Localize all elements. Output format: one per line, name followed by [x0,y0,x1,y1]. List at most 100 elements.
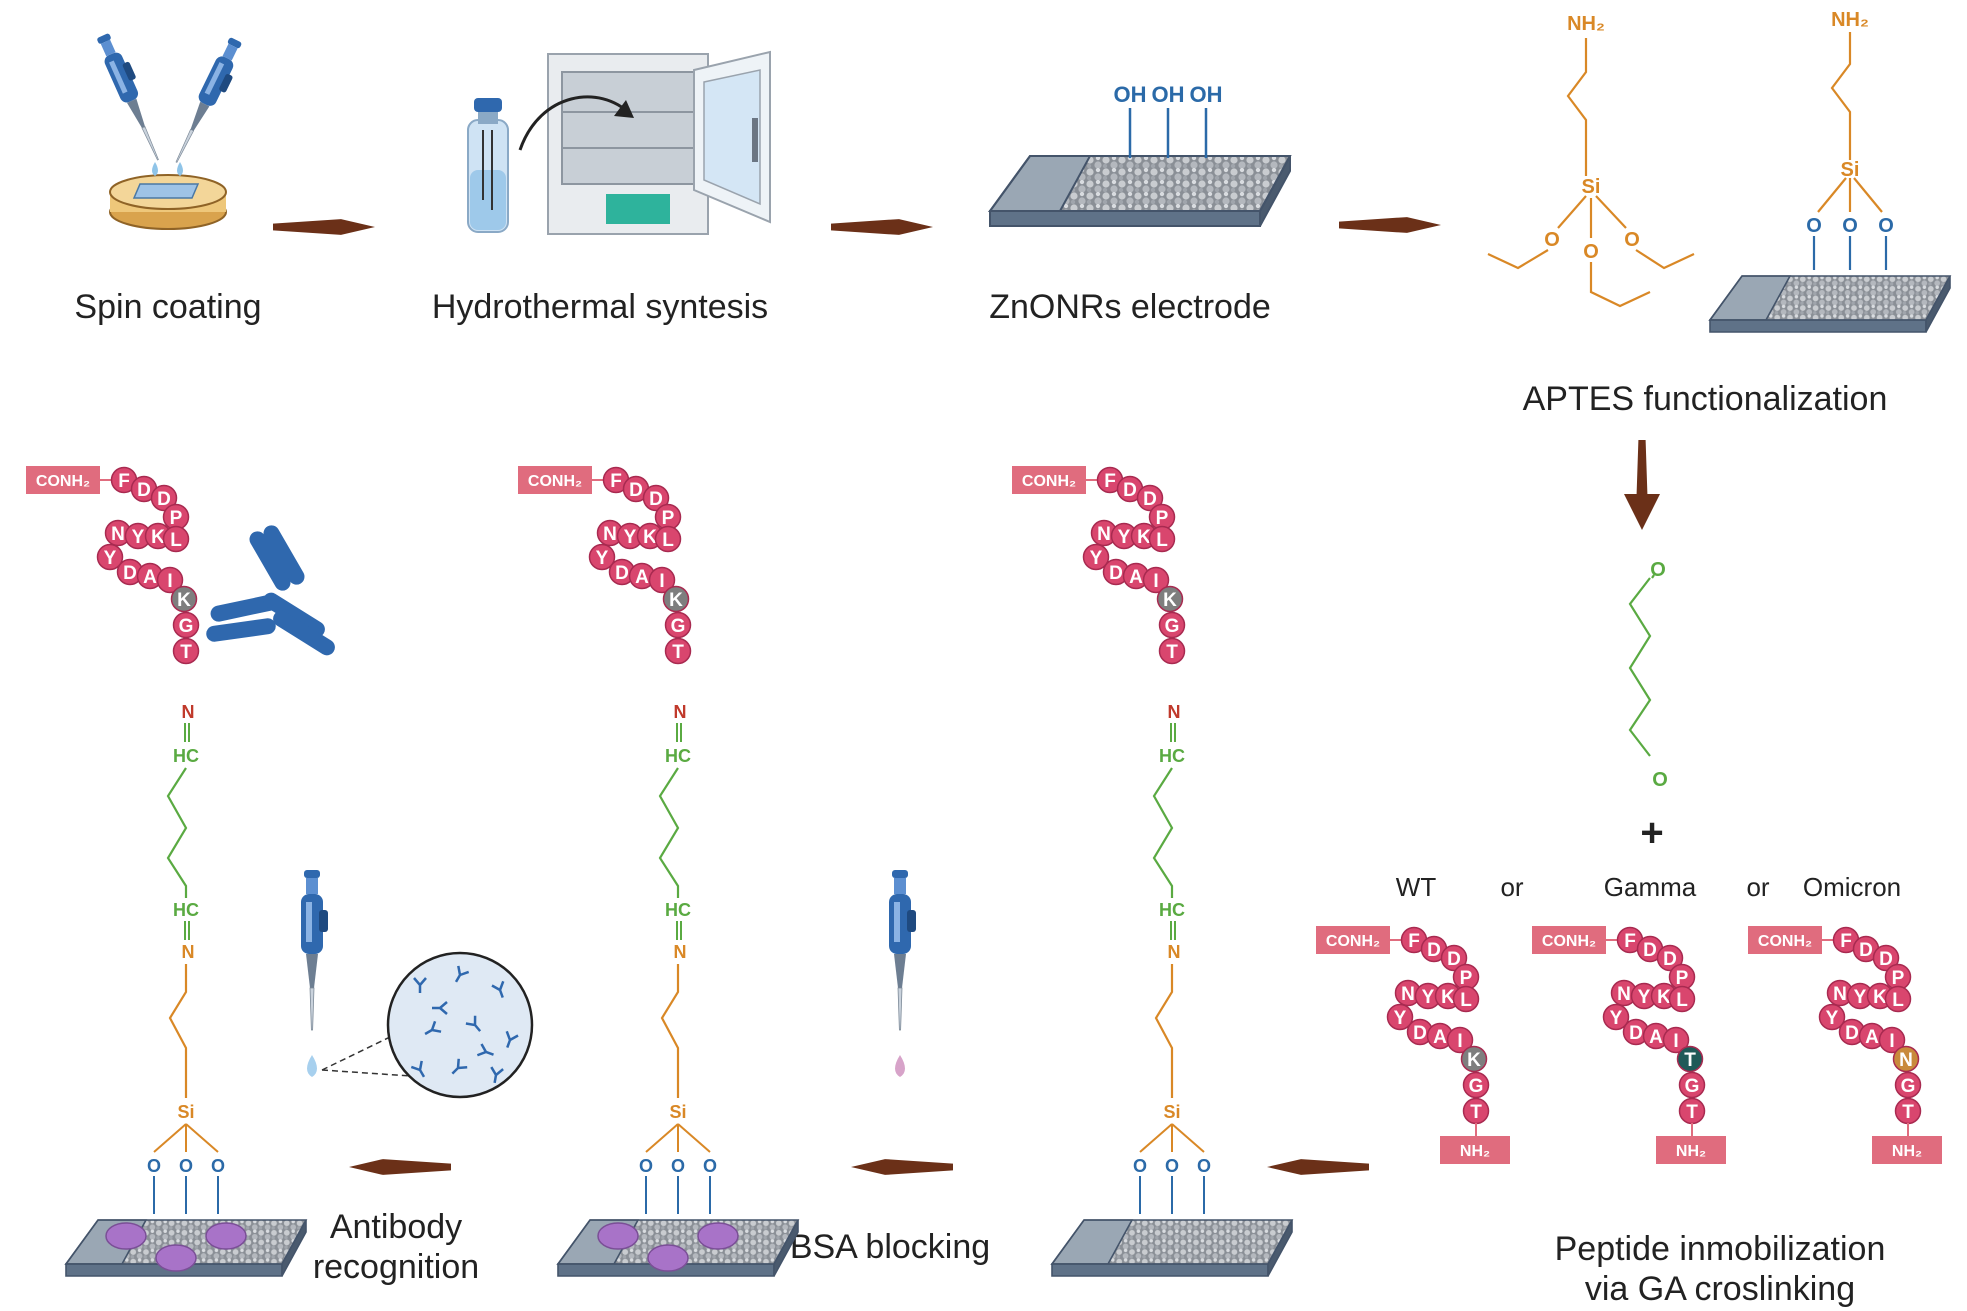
surface-oxygen-label: O [179,1156,193,1176]
residue-g: G [172,611,200,639]
svg-text:A: A [635,567,649,588]
residue-t: T [172,637,200,665]
svg-text:K: K [1137,527,1151,548]
residue-d: D [1872,944,1900,972]
svg-text:K: K [643,527,657,548]
residue-a: A [1426,1022,1454,1050]
svg-text:P: P [1460,968,1473,989]
residue-d: D [1656,944,1684,972]
nh2-tag: NH₂ [1656,1136,1726,1164]
svg-text:CONH₂: CONH₂ [1022,473,1076,490]
svg-text:L: L [1892,990,1904,1011]
surface-oxygen-label: O [1197,1156,1211,1176]
residue-t: T [1894,1097,1922,1125]
residue-l: L [1148,525,1176,553]
bsa-protein [647,1244,689,1272]
svg-text:D: D [1845,1023,1859,1044]
bsa-protein [155,1244,197,1272]
antibody-small [432,1001,448,1015]
residue-n: N [104,519,132,547]
residue-y: Y [1386,1003,1414,1031]
svg-text:CONH₂: CONH₂ [1758,933,1812,950]
svg-text:Y: Y [1394,1008,1407,1029]
residue-y: Y [1602,1003,1630,1031]
svg-text:T: T [1686,1102,1698,1123]
residue-k: K [662,585,690,613]
residue-t: T [1678,1097,1706,1125]
pipette-bsa-icon [888,869,917,1077]
silicon-label: Si [177,1102,194,1122]
svg-text:Y: Y [1118,527,1131,548]
svg-text:P: P [662,508,675,529]
svg-text:G: G [179,616,194,637]
svg-text:F: F [1104,471,1116,492]
hydroxyl-label: OH [1152,82,1185,107]
svg-text:K: K [177,590,191,611]
svg-text:K: K [1873,987,1887,1008]
conh2-tag: CONH₂ [26,466,100,494]
surface-oxygen-label: O [703,1156,717,1176]
arrow-step5-to-step6 [1267,1159,1369,1175]
svg-text:D: D [615,563,629,584]
svg-text:D: D [1413,1023,1427,1044]
svg-text:Y: Y [1422,987,1435,1008]
imine-n-label: N [674,702,687,722]
svg-text:N: N [1617,984,1631,1005]
hc-label: HC [1159,746,1185,766]
hc-label: HC [665,746,691,766]
arrow-step3-to-step4 [1339,217,1441,233]
antibody-small [424,1020,442,1036]
residue-p: P [162,503,190,531]
svg-text:I: I [1673,1031,1678,1052]
variant-omicron-label: Omicron [1803,872,1901,902]
svg-text:Y: Y [596,548,609,569]
svg-text:L: L [662,530,674,551]
residue-i: I [1878,1026,1906,1054]
svg-text:N: N [1833,984,1847,1005]
residue-g: G [1462,1071,1490,1099]
svg-text:CONH₂: CONH₂ [1542,933,1596,950]
svg-text:D: D [1879,949,1893,970]
nh2-tag: NH₂ [1872,1136,1942,1164]
residue-d: D [1852,935,1880,963]
svg-text:G: G [1165,616,1180,637]
svg-text:P: P [1676,968,1689,989]
residue-d: D [1136,484,1164,512]
antibody-small [454,965,470,983]
surface-oxygen-label: O [1133,1156,1147,1176]
svg-text:NH₂: NH₂ [1460,1143,1490,1160]
residue-g: G [664,611,692,639]
step-antibody-label-line1: Antibody [330,1208,462,1246]
svg-text:N: N [603,524,617,545]
silicon-label: Si [669,1102,686,1122]
hydroxyl-label: OH [1114,82,1147,107]
step-peptide-label-line1: Peptide inmobilization [1555,1230,1886,1268]
svg-text:D: D [1447,949,1461,970]
residue-i: I [1662,1026,1690,1054]
svg-text:G: G [1469,1076,1484,1097]
conh2-tag: CONH₂ [518,466,592,494]
residue-d: D [1116,475,1144,503]
residue-y: Y [1846,982,1874,1010]
surface-oxygen-label: O [211,1156,225,1176]
svg-text:I: I [1153,571,1158,592]
residue-i: I [1446,1026,1474,1054]
step-bsa-label: BSA blocking [790,1228,990,1266]
variant-wt-label: WT [1396,872,1437,902]
svg-text:A: A [1865,1027,1879,1048]
aptes-oxygen-label: O [1544,229,1560,251]
svg-text:L: L [1156,530,1168,551]
residue-l: L [1452,985,1480,1013]
aptes-oxygen-label: O [1624,229,1640,251]
step-antibody-label-line2: recognition [313,1248,479,1286]
step-peptide-label-line2: via GA croslinking [1585,1270,1855,1308]
svg-text:T: T [1470,1102,1482,1123]
aptes-functionalized-electrode [1709,32,1951,333]
bsa-protein [105,1222,147,1250]
residue-n-omicron: N [1892,1045,1920,1073]
arrow-step4-to-step5 [1624,440,1660,530]
residue-t: T [1158,637,1186,665]
variant-or-label: or [1500,872,1523,902]
